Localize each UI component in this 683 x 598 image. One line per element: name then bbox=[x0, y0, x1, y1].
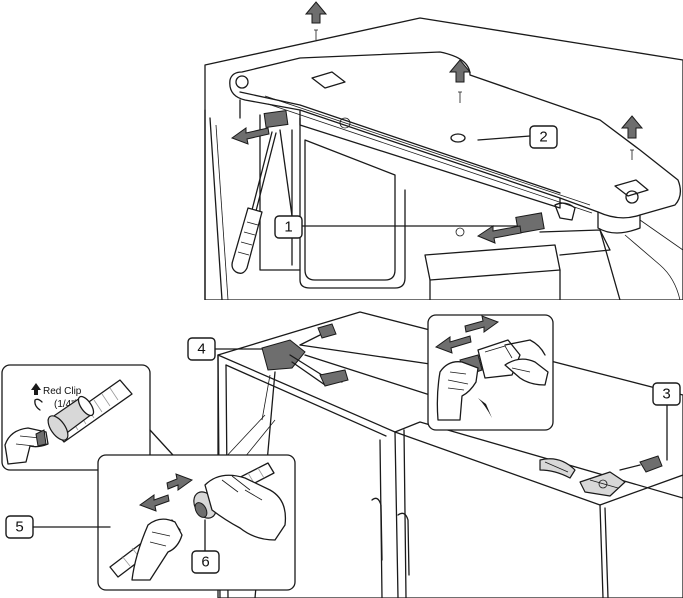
cover-clip bbox=[515, 212, 545, 234]
svg-text:5: 5 bbox=[15, 519, 23, 536]
up-arrow-icon bbox=[620, 115, 644, 160]
up-arrow-icon bbox=[304, 1, 328, 40]
svg-text:4: 4 bbox=[197, 341, 205, 358]
bottom-illustration bbox=[194, 311, 683, 598]
callout-2: 2 bbox=[529, 125, 558, 149]
callout-4: 4 bbox=[187, 337, 216, 361]
red-clip-size: (1/4") bbox=[54, 399, 78, 410]
screw-hole bbox=[235, 75, 249, 89]
water-line-inset bbox=[97, 454, 296, 591]
callout-6: 6 bbox=[191, 550, 220, 574]
wire-harness bbox=[254, 323, 349, 598]
svg-text:1: 1 bbox=[284, 219, 292, 236]
callout-1: 1 bbox=[274, 215, 303, 239]
release-arrow-icon bbox=[476, 225, 522, 244]
release-arrow-icon bbox=[230, 127, 270, 145]
water-tube bbox=[47, 379, 133, 443]
hand-icon bbox=[131, 518, 183, 581]
hand-icon bbox=[504, 358, 549, 386]
svg-text:3: 3 bbox=[662, 386, 670, 403]
double-arrow-icon bbox=[434, 315, 500, 354]
callout-3: 3 bbox=[652, 382, 681, 406]
svg-text:6: 6 bbox=[201, 554, 209, 571]
top-illustration bbox=[204, 17, 683, 300]
callout-5: 5 bbox=[5, 515, 34, 539]
ice-bucket bbox=[304, 139, 396, 281]
screw-hole bbox=[450, 133, 466, 143]
screw-hole bbox=[625, 190, 639, 204]
red-clip-inset: Red Clip (1/4") bbox=[1, 364, 206, 491]
hand-icon bbox=[4, 427, 49, 465]
quick-connector bbox=[193, 491, 217, 519]
screwdriver-icon bbox=[231, 131, 277, 274]
hand-icon bbox=[204, 474, 287, 541]
connector-inset bbox=[427, 314, 554, 431]
hand-icon bbox=[436, 361, 479, 421]
double-arrow-icon bbox=[138, 473, 194, 512]
wire-harness-right bbox=[539, 455, 663, 479]
cover-clip bbox=[263, 109, 289, 129]
svg-text:2: 2 bbox=[539, 129, 547, 146]
up-arrow-icon bbox=[448, 59, 472, 103]
red-clip-label: Red Clip bbox=[43, 386, 82, 397]
